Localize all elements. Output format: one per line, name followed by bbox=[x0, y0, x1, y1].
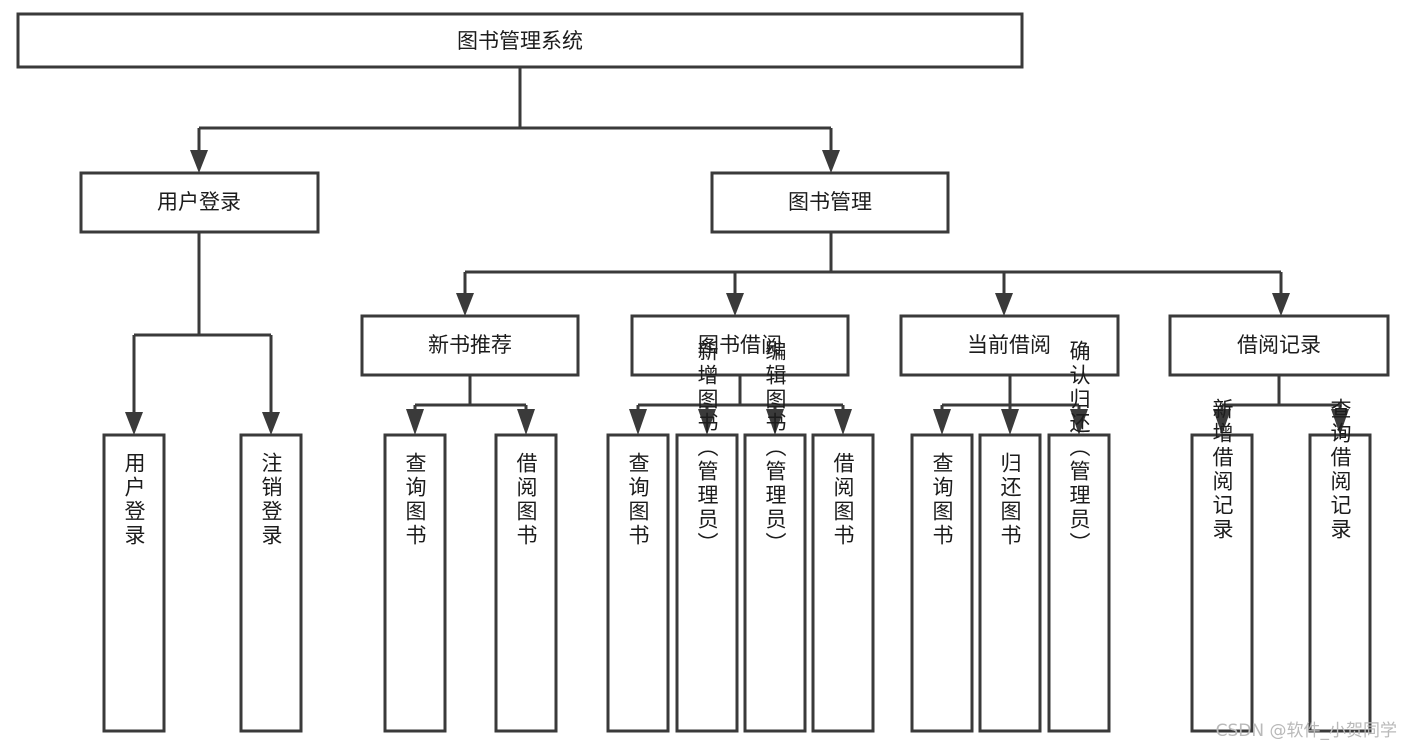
leaf-new-book-2-box[interactable] bbox=[494, 433, 558, 733]
connector-layer bbox=[125, 67, 1349, 435]
leaf-user-login-2[interactable]: 注销登录 bbox=[239, 433, 303, 733]
node-root-box[interactable] bbox=[16, 12, 1024, 69]
node-current-borrow-label: 当前借阅 bbox=[967, 333, 1051, 357]
leaf-current-borrow-1-label: 查询图书 bbox=[930, 452, 954, 548]
node-user-login[interactable]: 用户登录 bbox=[79, 171, 320, 234]
arrow-head-bb-leaf-3 bbox=[766, 409, 784, 435]
leaf-book-borrow-1-label: 查询图书 bbox=[626, 452, 650, 548]
node-user-login-label: 用户登录 bbox=[157, 190, 241, 214]
leaf-book-borrow-2[interactable]: 新增图书（管理员） bbox=[675, 340, 739, 733]
leaf-new-book-2-label: 借阅图书 bbox=[514, 452, 538, 548]
leaf-current-borrow-2-label: 归还图书 bbox=[998, 452, 1022, 548]
leaf-book-borrow-1[interactable]: 查询图书 bbox=[606, 433, 670, 733]
arrow-head-bb-leaf-2 bbox=[698, 409, 716, 435]
arrow-head-leaf-logout bbox=[262, 412, 280, 435]
leaf-current-borrow-3[interactable]: 确认归还（管理员） bbox=[1047, 340, 1111, 733]
leaf-borrow-record-2-label: 查询借阅记录 bbox=[1328, 398, 1352, 542]
leaf-current-borrow-1[interactable]: 查询图书 bbox=[910, 433, 974, 733]
leaf-borrow-record-2-box[interactable] bbox=[1308, 433, 1372, 733]
leaf-new-book-1[interactable]: 查询图书 bbox=[383, 433, 447, 733]
arrow-head-cb-leaf-2 bbox=[1001, 409, 1019, 435]
leaf-book-borrow-4-box[interactable] bbox=[811, 433, 875, 733]
arrow-head-br-leaf-2 bbox=[1331, 409, 1349, 435]
node-new-book-recommend-box[interactable] bbox=[360, 314, 580, 377]
arrow-head-user-login bbox=[190, 150, 208, 173]
node-borrow-record-box[interactable] bbox=[1168, 314, 1390, 377]
arrow-head-nb-leaf-1 bbox=[406, 409, 424, 435]
leaf-borrow-record-1[interactable]: 新增借阅记录 bbox=[1190, 398, 1254, 733]
node-root-label: 图书管理系统 bbox=[457, 29, 583, 53]
leaf-book-borrow-4[interactable]: 借阅图书 bbox=[811, 433, 875, 733]
leaf-user-login-1-label: 用户登录 bbox=[122, 452, 146, 548]
arrow-head-bb-leaf-1 bbox=[629, 409, 647, 435]
leaf-book-borrow-1-box[interactable] bbox=[606, 433, 670, 733]
leaf-new-book-2[interactable]: 借阅图书 bbox=[494, 433, 558, 733]
leaf-current-borrow-2[interactable]: 归还图书 bbox=[978, 433, 1042, 733]
node-user-login-box[interactable] bbox=[79, 171, 320, 234]
leaf-borrow-record-1-box[interactable] bbox=[1190, 433, 1254, 733]
arrow-head-leaf-user-login bbox=[125, 412, 143, 435]
node-book-manage-box[interactable] bbox=[710, 171, 950, 234]
leaf-book-borrow-2-box[interactable] bbox=[675, 433, 739, 733]
leaf-new-book-1-box[interactable] bbox=[383, 433, 447, 733]
leaf-book-borrow-3-label: 编辑图书（管理员） bbox=[763, 340, 787, 556]
arrow-head-book-manage bbox=[822, 150, 840, 173]
node-new-book-recommend-label: 新书推荐 bbox=[428, 333, 512, 357]
leaf-current-borrow-3-label: 确认归还（管理员） bbox=[1067, 340, 1091, 556]
node-book-manage[interactable]: 图书管理 bbox=[710, 171, 950, 234]
leaf-user-login-1-box[interactable] bbox=[102, 433, 166, 733]
leaf-current-borrow-1-box[interactable] bbox=[910, 433, 974, 733]
node-new-book-recommend[interactable]: 新书推荐 bbox=[360, 314, 580, 377]
leaf-current-borrow-2-box[interactable] bbox=[978, 433, 1042, 733]
leaf-user-login-2-box[interactable] bbox=[239, 433, 303, 733]
node-book-borrow-label: 图书借阅 bbox=[698, 333, 782, 357]
leaf-user-login-2-label: 注销登录 bbox=[259, 452, 283, 548]
node-current-borrow[interactable]: 当前借阅 bbox=[899, 314, 1120, 377]
leaf-book-borrow-2-label: 新增图书（管理员） bbox=[695, 340, 719, 556]
arrow-head-br-leaf-1 bbox=[1213, 409, 1231, 435]
node-book-borrow-box[interactable] bbox=[630, 314, 850, 377]
arrow-head-book-borrow bbox=[726, 293, 744, 316]
leaf-borrow-record-1-label: 新增借阅记录 bbox=[1210, 398, 1234, 542]
arrow-head-cb-leaf-3 bbox=[1070, 409, 1088, 435]
arrow-head-nb-leaf-2 bbox=[517, 409, 535, 435]
arrow-head-current-borrow bbox=[995, 293, 1013, 316]
node-borrow-record-label: 借阅记录 bbox=[1237, 333, 1321, 357]
leaf-book-borrow-3[interactable]: 编辑图书（管理员） bbox=[743, 340, 807, 733]
arrow-head-new-book bbox=[456, 293, 474, 316]
arrow-head-cb-leaf-1 bbox=[933, 409, 951, 435]
leaf-user-login-1[interactable]: 用户登录 bbox=[102, 433, 166, 733]
leaf-book-borrow-4-label: 借阅图书 bbox=[831, 452, 855, 548]
node-current-borrow-box[interactable] bbox=[899, 314, 1120, 377]
arrow-head-borrow-record bbox=[1272, 293, 1290, 316]
leaf-borrow-record-2[interactable]: 查询借阅记录 bbox=[1308, 398, 1372, 733]
arrow-head-bb-leaf-4 bbox=[834, 409, 852, 435]
node-root[interactable]: 图书管理系统 bbox=[16, 12, 1024, 69]
leaf-new-book-1-label: 查询图书 bbox=[403, 452, 427, 548]
leaf-current-borrow-3-box[interactable] bbox=[1047, 433, 1111, 733]
node-book-manage-label: 图书管理 bbox=[788, 190, 872, 214]
node-borrow-record[interactable]: 借阅记录 bbox=[1168, 314, 1390, 377]
node-book-borrow[interactable]: 图书借阅 bbox=[630, 314, 850, 377]
leaf-book-borrow-3-box[interactable] bbox=[743, 433, 807, 733]
